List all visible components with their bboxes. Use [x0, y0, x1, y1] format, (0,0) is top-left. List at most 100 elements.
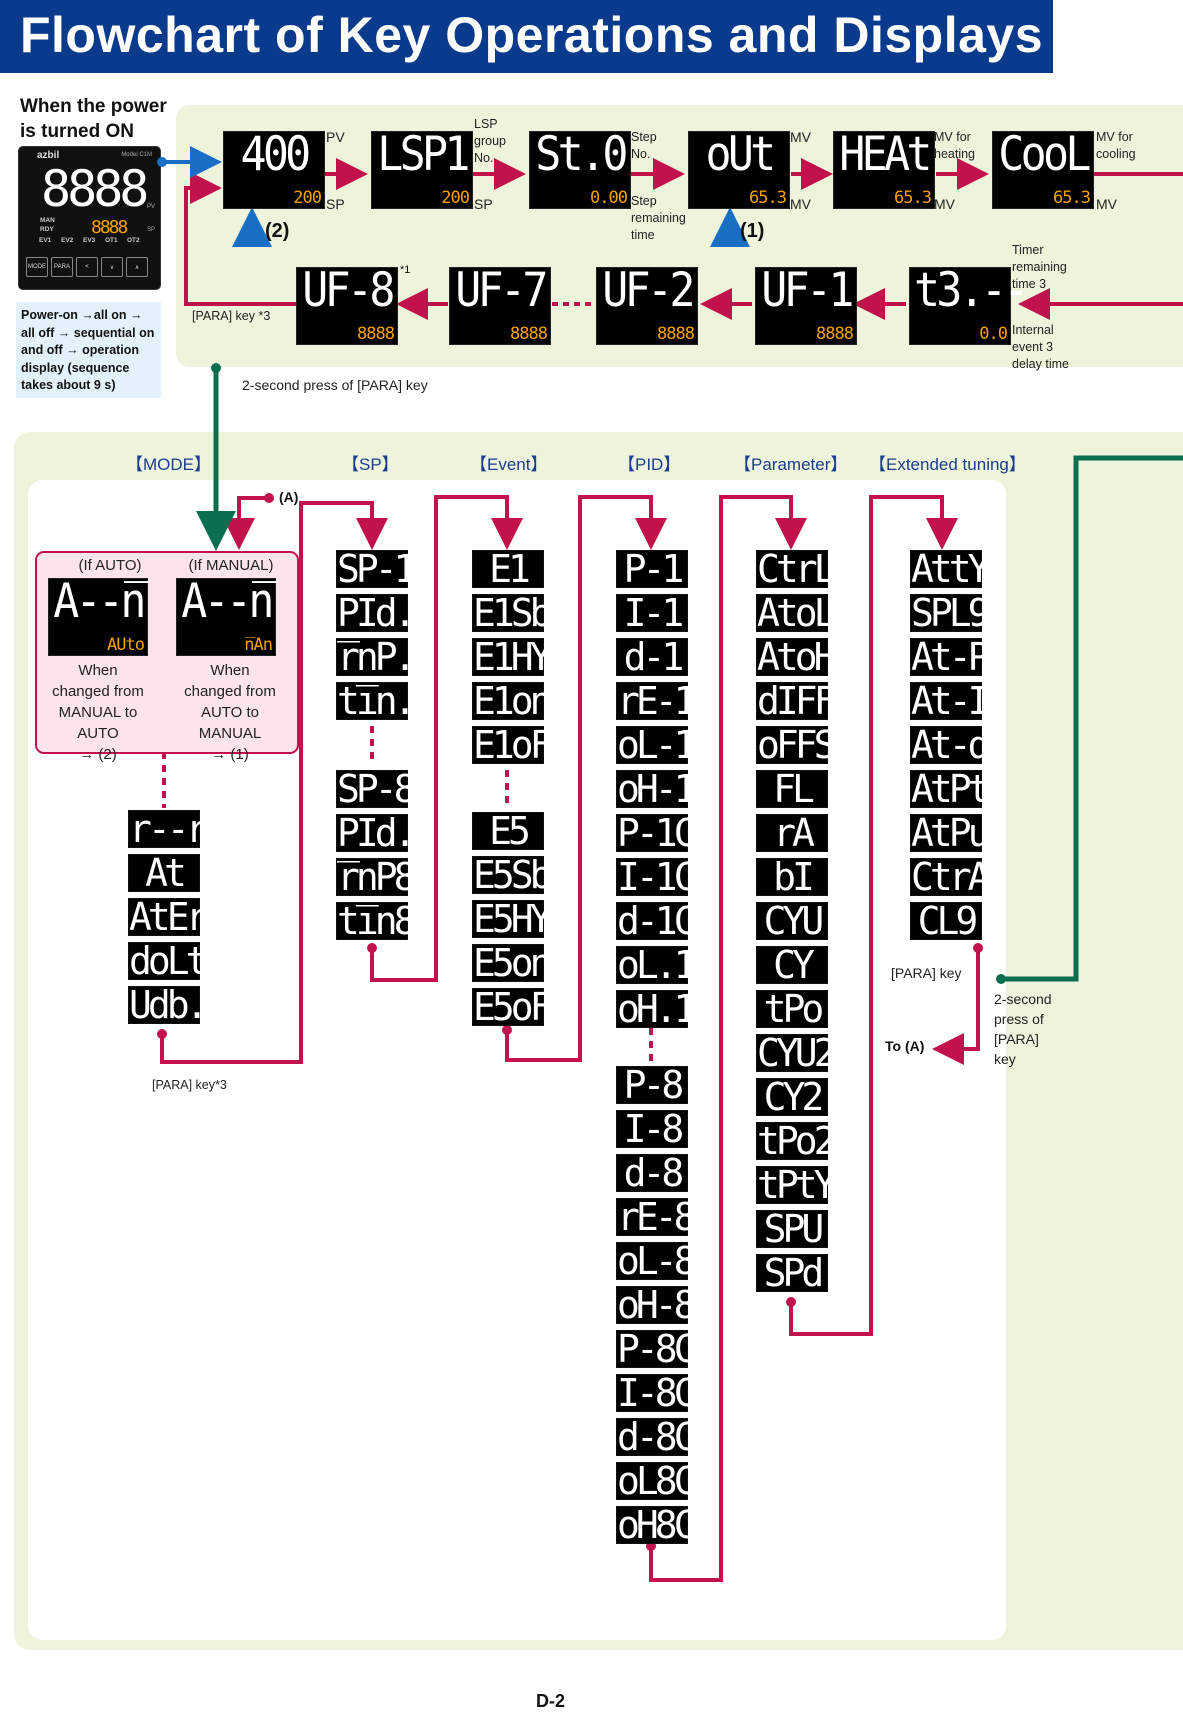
- param-mode-3: doLt: [128, 939, 209, 983]
- down-key[interactable]: ∨: [101, 257, 123, 277]
- arrow-ext-to-a: [932, 948, 980, 1065]
- arrow-uf8-pv: [184, 172, 296, 306]
- label-para-key-ext: [PARA] key: [891, 965, 962, 981]
- label-heat-mv: MV for heating: [934, 130, 976, 161]
- device-pv-label: PV: [147, 204, 156, 210]
- param-sp-top-1: PId.1: [336, 591, 435, 635]
- para-key[interactable]: PARA: [51, 257, 73, 277]
- param-extended-6: AtPu: [910, 811, 991, 855]
- label-pv: PV: [326, 129, 345, 145]
- category-event: 【Event】: [470, 455, 548, 474]
- param-parameter-11: CYU2: [756, 1031, 837, 1075]
- param-event-top-1: E1Sb: [472, 591, 553, 635]
- mode-auto-desc: When changed from MANUAL to AUTO → (2): [52, 662, 144, 763]
- param-sp-bot-3: ti̅n8: [336, 899, 417, 943]
- param-parameter-6: rA: [756, 812, 828, 854]
- param-event-top-2: E1HY: [472, 635, 553, 679]
- label-heat-mv2: MV: [934, 196, 955, 212]
- param-pid-top-8: d-1C: [616, 899, 697, 943]
- param-pid-top-10: oH.1C: [616, 987, 715, 1031]
- param-sp-bot-1: PId.8: [336, 811, 435, 855]
- label-2s-press-ext: 2-second press of [PARA] key: [994, 991, 1052, 1067]
- mode-key[interactable]: MODE: [26, 257, 48, 277]
- param-event-top-4: E1oF: [472, 723, 553, 767]
- arrow-a-mode: [223, 496, 269, 550]
- param-pid-bot-5: oH-8: [616, 1283, 697, 1327]
- param-parameter-5: FL: [756, 768, 828, 810]
- param-sp-top-2: r̅nP.1: [336, 635, 435, 679]
- param-mode-0: r--r: [128, 807, 209, 851]
- arrow-param-ext: [789, 495, 958, 1336]
- param-parameter-14: tPtY: [756, 1163, 837, 1207]
- controller-device: azbil Model C1M 8888 8888 MAN RDY EV1 EV…: [18, 146, 161, 290]
- param-pid-bot-9: oL8C: [616, 1459, 697, 1503]
- display-mode-manual: A--̅n̅nAn: [176, 578, 276, 656]
- param-pid-top-7: I-1C: [616, 855, 697, 899]
- param-sp-bot-2: r̅nP8: [336, 855, 417, 899]
- param-extended-8: CL9: [910, 900, 982, 942]
- display-t3: t3.--0.0: [909, 267, 1029, 345]
- param-extended-4: At-d: [910, 723, 991, 767]
- param-mode-1: At: [128, 852, 200, 894]
- label-step-remaining: Step remaining time: [631, 194, 686, 242]
- param-pid-top-9: oL.1C: [616, 943, 715, 987]
- label-cool-mv2: MV: [1096, 196, 1117, 212]
- param-sp-bot-0: SP-8: [336, 767, 417, 811]
- category-pid: 【PID】: [618, 455, 681, 474]
- page-title: Flowchart of Key Operations and Displays: [20, 7, 1044, 63]
- param-parameter-8: CYU: [756, 900, 828, 942]
- param-pid-bot-3: rE-8: [616, 1195, 697, 1239]
- mode-manual-title: (If MANUAL): [188, 557, 274, 574]
- param-extended-3: At-I: [910, 679, 991, 723]
- marker-1: (1): [740, 220, 765, 242]
- label-out-mv2: MV: [790, 196, 811, 212]
- label-out-mv: MV: [790, 129, 811, 145]
- param-extended-0: AttY: [910, 547, 991, 591]
- param-pid-bot-4: oL-8: [616, 1239, 697, 1283]
- label-lsp-sp: SP: [474, 196, 493, 212]
- arrow-ext-to-ops: [1001, 455, 1183, 982]
- param-pid-top-4: oL-1: [616, 723, 697, 767]
- param-parameter-1: AtoL: [756, 591, 837, 635]
- param-sp-top-3: ti̅n.1: [336, 679, 435, 723]
- param-pid-bot-8: d-8C: [616, 1415, 697, 1459]
- arrow-event-pid: [505, 495, 667, 1062]
- param-extended-1: SPL9: [910, 591, 991, 635]
- device-model: Model C1M: [121, 152, 152, 158]
- param-pid-top-5: oH-1: [616, 767, 697, 811]
- arrow-sp-event: [370, 495, 523, 982]
- param-event-top-0: E1: [472, 548, 544, 590]
- param-event-bot-0: E5: [472, 810, 544, 852]
- device-main-digits: 8888: [41, 160, 149, 218]
- device-indicator-ev3: EV3: [83, 237, 96, 244]
- label-event3-delay: Internal event 3 delay time: [1012, 323, 1069, 371]
- param-pid-bot-6: P-8C: [616, 1327, 697, 1371]
- param-sp-top-0: SP-1: [336, 547, 417, 591]
- mode-manual-desc: When changed from AUTO to MANUAL → (1): [184, 662, 276, 763]
- param-pid-bot-2: d-8: [616, 1152, 688, 1194]
- label-sp: SP: [326, 196, 345, 212]
- param-event-bot-3: E5on: [472, 941, 553, 985]
- device-indicator-man: MAN: [40, 217, 55, 224]
- param-pid-top-3: rE-1: [616, 679, 697, 723]
- param-pid-top-2: d-1: [616, 636, 688, 678]
- param-pid-bot-1: I-8: [616, 1108, 688, 1150]
- category-parameter: 【Parameter】: [734, 455, 848, 474]
- up-key[interactable]: ∧: [126, 257, 148, 277]
- param-mode-4: Udb.1: [128, 983, 227, 1027]
- arrow-mode-sp: [160, 501, 388, 1064]
- device-indicator-rdy: RDY: [40, 226, 54, 233]
- param-parameter-12: CY2: [756, 1076, 828, 1118]
- param-parameter-9: CY: [756, 944, 828, 986]
- left-key[interactable]: <: [76, 257, 98, 277]
- param-extended-2: At-P: [910, 635, 991, 679]
- label-cool-mv: MV for cooling: [1096, 130, 1136, 161]
